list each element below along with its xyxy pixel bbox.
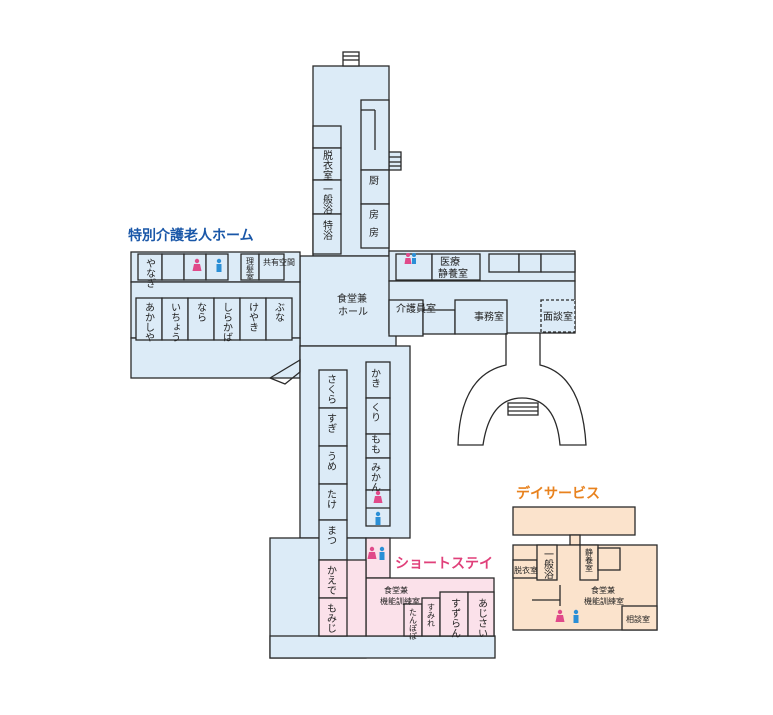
label-rihatsu: 理髪室 — [246, 257, 255, 281]
label-kuri: くり — [369, 402, 380, 422]
label-keyaki: けやき — [247, 302, 259, 332]
zone-headings: 特別介護老人ホーム ショートステイ デイサービス — [128, 227, 600, 572]
day-service-rooms — [512, 544, 658, 631]
male-icon — [216, 253, 579, 623]
label-sumire: すみれ — [427, 603, 436, 627]
room-labels: 脱衣室 一般浴 特浴 厨 房 房 やなぎ 理髪室 共有空間 あかしや いちょう … — [143, 149, 651, 640]
label-ippanyoku: 一般浴 — [321, 184, 333, 215]
label-iryo-1: 医療 — [440, 255, 460, 268]
label-iryo-2: 静養室 — [438, 267, 468, 280]
zone-day-title: デイサービス — [516, 485, 600, 502]
zone-short-title: ショートステイ — [395, 556, 493, 572]
label-ume: うめ — [325, 451, 337, 471]
restroom-icons — [192, 253, 579, 623]
label-momiji: もみじ — [325, 603, 337, 633]
label-day-shokudo-1: 食堂兼 — [591, 585, 615, 595]
label-kaigoin: 介護員室 — [396, 302, 436, 315]
label-chubo1: 厨 — [369, 175, 379, 187]
label-matsu: まつ — [325, 525, 337, 545]
label-chubo4: 房 — [369, 226, 379, 239]
east-rooms — [388, 253, 576, 337]
label-yanagi: やなぎ — [144, 258, 156, 288]
label-ajisai: あじさい — [476, 598, 487, 638]
zone-tokubetsu-title: 特別介護老人ホーム — [128, 227, 254, 244]
south-rooms — [318, 361, 391, 561]
entrance-canopy — [457, 333, 587, 446]
short-stay-rooms — [318, 559, 495, 637]
label-take: たけ — [325, 489, 336, 509]
label-kyoyu: 共有空間 — [263, 257, 295, 267]
label-momo: もも — [369, 434, 380, 454]
female-icon — [192, 253, 565, 622]
label-jimu: 事務室 — [474, 310, 504, 323]
label-kaki: かき — [369, 368, 381, 388]
label-mikan: みかん — [369, 462, 381, 492]
label-nara: なら — [195, 302, 206, 322]
label-sakura: さくら — [325, 374, 336, 404]
label-suzuran: すずらん — [449, 598, 461, 638]
label-buna: ぶな — [273, 302, 285, 322]
label-short-shokudo-1: 食堂兼 — [384, 585, 408, 595]
spine-rooms — [312, 99, 390, 255]
label-datsuishitsu: 脱衣室 — [321, 149, 333, 180]
label-kaede: かえで — [325, 565, 337, 595]
label-day-datsui: 脱衣室 — [514, 565, 538, 575]
label-day-seiyo: 静養室 — [585, 547, 594, 572]
label-tokuyoku: 特浴 — [321, 220, 333, 241]
label-mendan: 面談室 — [543, 310, 573, 323]
label-sugi: すぎ — [325, 413, 337, 433]
label-akashiya: あかしや — [143, 302, 155, 342]
label-hall-1: 食堂兼 — [337, 292, 367, 305]
label-day-sodan: 相談室 — [626, 614, 650, 624]
label-chubo2: 房 — [369, 208, 379, 221]
label-day-shokudo-2: 機能訓練室 — [584, 596, 624, 606]
label-shirakaba: しらかば — [221, 302, 233, 342]
label-day-ippan: 一般浴 — [542, 549, 554, 580]
label-tanpopo: たんぽぽ — [409, 608, 418, 640]
label-short-shokudo-2: 機能訓練室 — [380, 596, 420, 606]
west-rooms — [135, 253, 293, 341]
label-icho: いちょう — [169, 302, 180, 342]
label-hall-2: ホール — [338, 306, 368, 318]
